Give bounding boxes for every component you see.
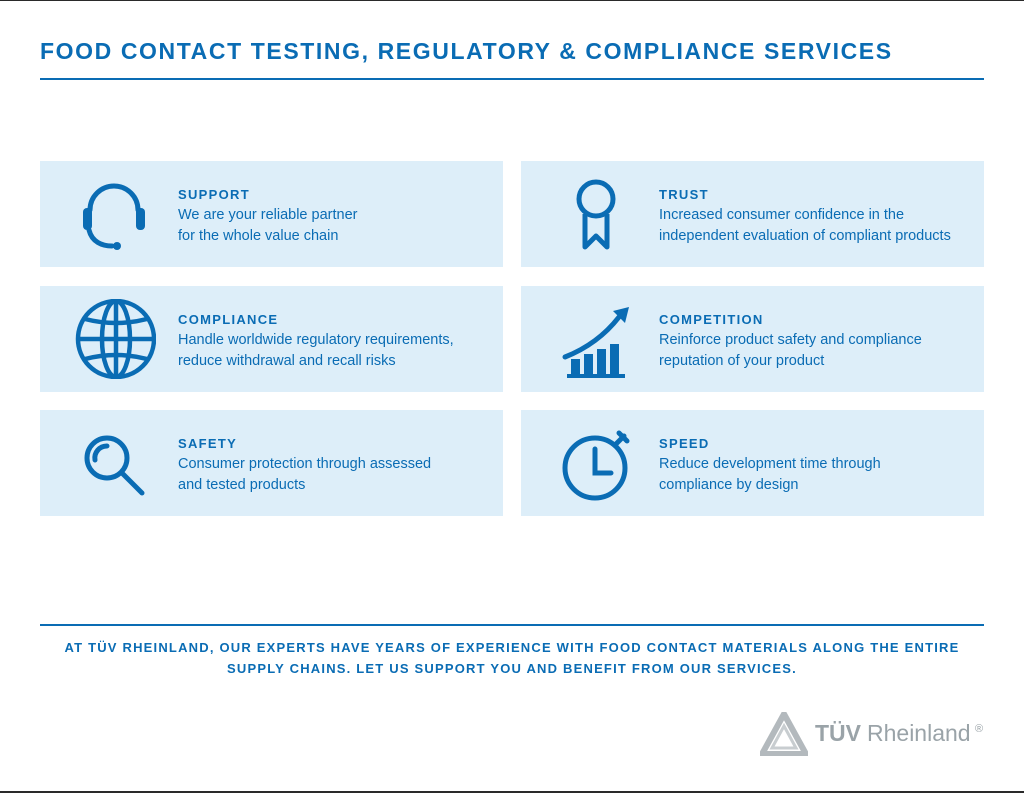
card-description-line: reduce withdrawal and recall risks — [178, 353, 396, 369]
card-description: Increased consumer confidence in the ind… — [659, 205, 979, 247]
tuv-rheinland-logo: TÜV Rheinland ® — [760, 712, 990, 756]
card-description-line: reputation of your product — [659, 353, 825, 369]
magnifier-icon — [72, 423, 156, 503]
card-description-line: independent evaluation of compliant prod… — [659, 228, 951, 244]
card-trust: TRUST Increased consumer confidence in t… — [521, 161, 984, 267]
card-title: TRUST — [659, 187, 709, 202]
card-competition: COMPETITION Reinforce product safety and… — [521, 286, 984, 392]
card-description: Consumer protection through assessed and… — [178, 454, 498, 496]
card-support: SUPPORT We are your reliable partner for… — [40, 161, 503, 267]
card-safety: SAFETY Consumer protection through asses… — [40, 410, 503, 516]
globe-icon — [72, 299, 156, 379]
logo-text-bold: TÜV — [815, 720, 861, 746]
card-description-line: Reduce development time through — [659, 456, 881, 472]
headset-icon — [72, 174, 156, 254]
card-title: COMPLIANCE — [178, 312, 279, 327]
footer-line: SUPPLY CHAINS. LET US SUPPORT YOU AND BE… — [227, 661, 797, 676]
logo-text-light: Rheinland — [867, 720, 971, 746]
page-title: FOOD CONTACT TESTING, REGULATORY & COMPL… — [40, 38, 893, 64]
card-description-line: Increased consumer confidence in the — [659, 207, 905, 223]
card-description-line: Consumer protection through assessed — [178, 456, 432, 472]
footer-statement: AT TÜV RHEINLAND, OUR EXPERTS HAVE YEARS… — [40, 637, 984, 679]
card-title: COMPETITION — [659, 312, 764, 327]
card-description-line: Handle worldwide regulatory requirements… — [178, 332, 454, 348]
card-description-line: compliance by design — [659, 477, 799, 493]
card-description: We are your reliable partner for the who… — [178, 205, 498, 247]
footer-line: AT TÜV RHEINLAND, OUR EXPERTS HAVE YEARS… — [64, 640, 960, 655]
card-description: Handle worldwide regulatory requirements… — [178, 330, 498, 372]
card-compliance: COMPLIANCE Handle worldwide regulatory r… — [40, 286, 503, 392]
card-title: SAFETY — [178, 436, 238, 451]
footer-divider — [40, 624, 984, 626]
award-ribbon-icon — [553, 174, 637, 254]
registered-mark: ® — [975, 723, 984, 735]
card-description-line: for the whole value chain — [178, 228, 339, 244]
card-description-line: We are your reliable partner — [178, 207, 358, 223]
page-bottom-border — [0, 791, 1024, 793]
title-divider — [40, 78, 984, 80]
card-title: SPEED — [659, 436, 710, 451]
stopwatch-icon — [553, 423, 637, 503]
card-description-line: and tested products — [178, 477, 306, 493]
card-speed: SPEED Reduce development time through co… — [521, 410, 984, 516]
card-title: SUPPORT — [178, 187, 250, 202]
triangle-logo-icon — [760, 712, 808, 756]
card-description: Reinforce product safety and compliance … — [659, 330, 979, 372]
card-description: Reduce development time through complian… — [659, 454, 979, 496]
growth-chart-icon — [553, 299, 637, 379]
page-top-border — [0, 0, 1024, 1]
card-description-line: Reinforce product safety and compliance — [659, 332, 922, 348]
